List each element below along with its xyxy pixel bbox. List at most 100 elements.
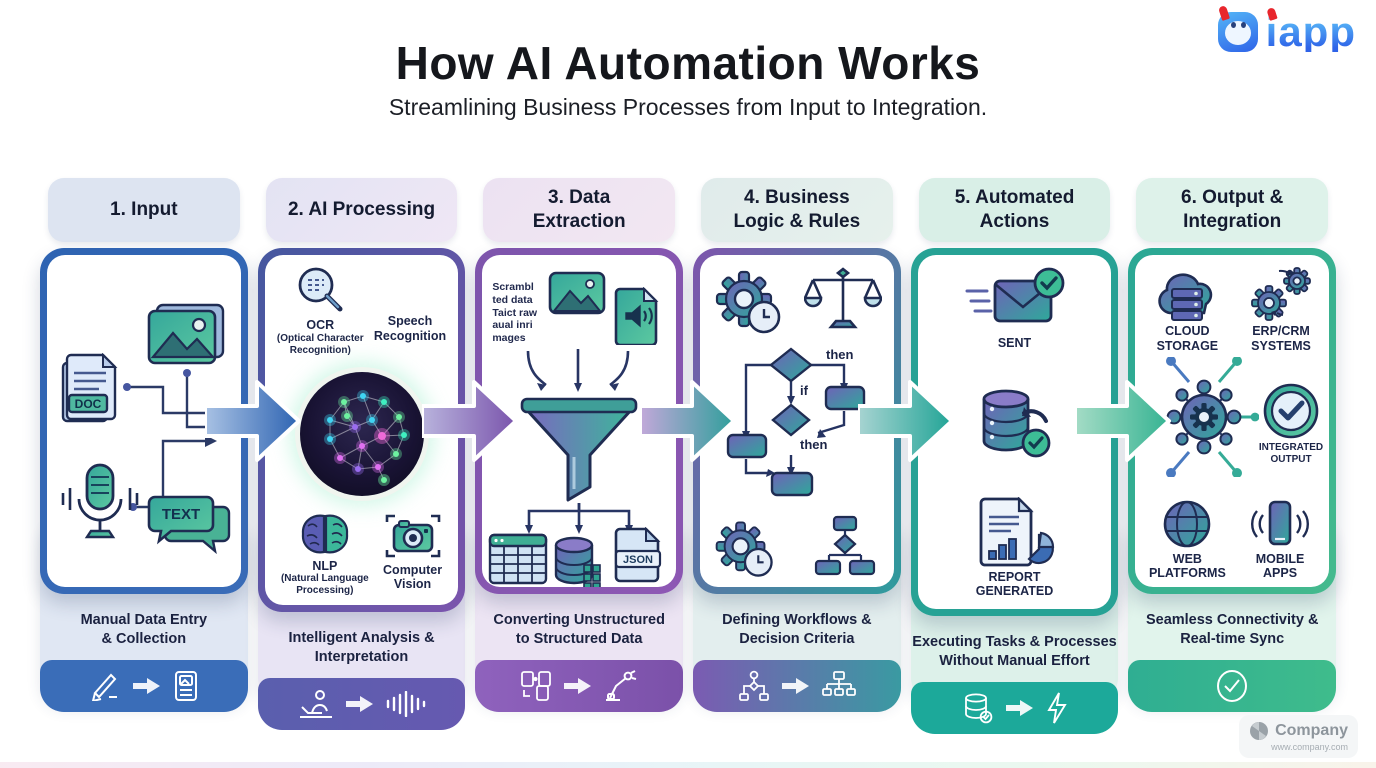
table-icon [489,533,548,585]
arrow-icon [1005,700,1033,716]
microphone-icon [61,463,139,539]
camera-icon [385,514,440,557]
iapp-wordmark: iapp [1265,7,1356,55]
company-name: Company [1275,722,1348,739]
mini-flowchart-icon [814,515,875,576]
hub-network-icon [1166,357,1260,477]
card-output-integration: CLOUD STORAGE [1135,255,1330,587]
image-icon [549,271,606,315]
integrated-output-unit: INTEGRATED OUTPUT [1255,383,1327,466]
card-frame: CLOUD STORAGE [1128,248,1337,594]
column-footer [475,660,684,712]
document-icon: DOC [61,353,118,423]
bottom-color-strip [0,762,1376,768]
svg-text:if: if [800,383,809,398]
column-desc: Defining Workflows &Decision Criteria [722,612,872,647]
speech-waveform-icon [375,265,444,311]
check-circle-icon [1263,383,1319,439]
column-footer [40,660,248,712]
text-bubble-icon: TEXT [147,495,231,555]
images-icon [147,303,225,365]
json-file-icon: JSON [615,527,662,583]
erp-gears-icon [1251,267,1311,321]
vision-unit: Computer Vision [383,512,442,593]
svg-text:JSON: JSON [623,554,653,566]
robot-arm-icon [606,670,637,701]
column-ai-processing: 2. AI Processing [257,178,466,730]
column-header-ai-processing: 2. AI Processing [265,178,458,242]
process-columns: 1. Input [40,178,1337,734]
gear-clock-icon [715,521,773,577]
arrows-into-funnel [527,349,630,392]
globe-icon [1164,500,1211,547]
flow-arrow-5 [1075,380,1171,462]
email-sent-unit: SENT [963,267,1067,351]
company-badge: Company www.company.com [1239,715,1358,758]
column-desc: Intelligent Analysis &Interpretation [288,630,435,665]
web-platforms-unit: WEB PLATFORMS [1147,499,1227,582]
database-check-icon [964,693,992,724]
report-icon [979,496,1054,566]
mobile-apps-unit: MOBILE APPS [1241,499,1319,582]
audio-file-icon [615,287,659,345]
flow-arrow-2 [422,380,518,462]
svg-text:then: then [826,347,854,362]
column-footer [693,660,901,712]
iapp-logo: iapp [1217,5,1356,55]
flow-arrow-4 [858,380,954,462]
email-sent-icon [965,267,1064,323]
page-title: How AI Automation Works [395,37,981,89]
column-footer [1128,660,1337,712]
column-footer [910,682,1119,734]
column-header-input: 1. Input [48,178,240,242]
iapp-mascot-icon [1217,5,1258,52]
column-header-output-integration: 6. Output &Integration [1136,178,1329,242]
handwriting-icon [91,673,117,701]
document-image-icon [174,671,197,701]
page-subtitle: Streamlining Business Processes from Inp… [388,94,988,120]
arrow-icon [564,678,592,694]
cloud-storage-icon [1158,273,1213,321]
documents-transfer-icon [521,671,552,701]
speech-unit: Speech Recognition [374,265,446,344]
arrow-icon [781,678,809,694]
nlp-brain-icon [301,514,348,554]
lightning-icon [1046,692,1067,724]
report-unit: REPORT GENERATED [973,496,1057,600]
org-chart-icon [821,671,856,696]
svg-text:TEXT: TEXT [162,506,200,523]
company-logo-icon [1250,722,1269,740]
neural-brain-image [299,372,424,496]
svg-text:DOC: DOC [75,397,102,411]
erp-crm-unit: ERP/CRM SYSTEMS [1237,267,1325,354]
column-desc: Seamless Connectivity &Real-time Sync [1145,612,1319,647]
decision-flowchart: then if then [726,347,866,497]
funnel-icon [521,397,638,502]
company-url: www.company.com [1271,742,1348,752]
mobile-phone-icon [1251,500,1310,545]
column-desc: Manual Data Entry& Collection [80,612,208,647]
database-icon [555,536,602,587]
column-footer [257,678,466,730]
person-laptop-icon [299,690,332,718]
waveform-icon [386,691,425,717]
ocr-magnifier-icon [298,267,343,312]
flow-arrow-3 [640,380,736,462]
scales-icon [803,267,882,329]
arrow-icon [132,678,160,694]
database-sync-icon [982,389,1050,458]
gear-clock-icon [715,270,781,334]
decision-tree-icon [738,670,769,701]
svg-text:then: then [800,437,828,452]
check-circle-icon [1217,670,1248,702]
flow-arrow-1 [205,380,301,462]
arrow-icon [345,696,373,712]
